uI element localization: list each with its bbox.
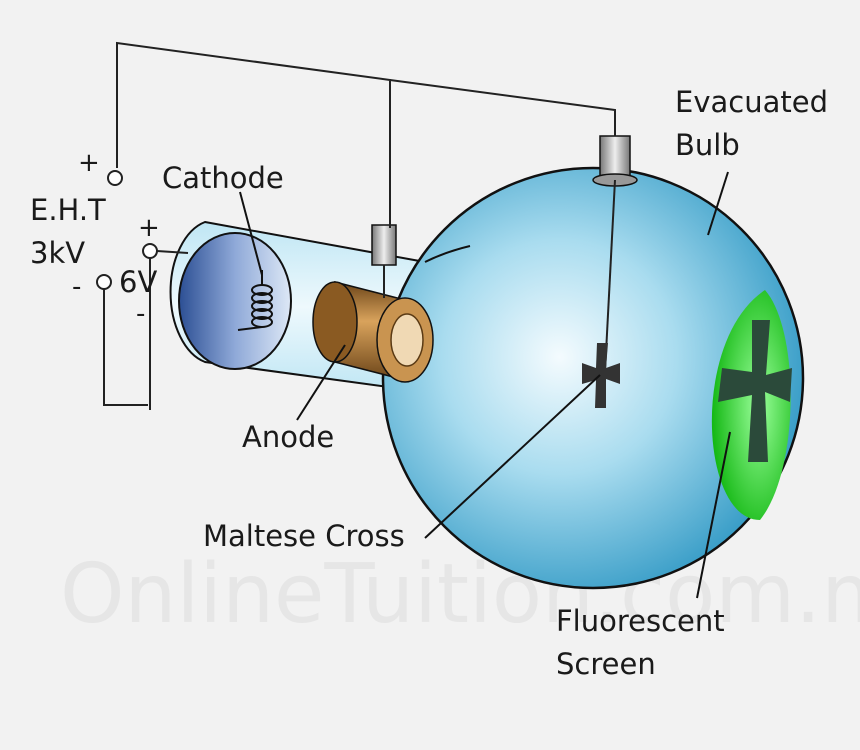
eht-label-line1: E.H.T [30, 193, 106, 227]
heater-voltage-label: 6V [119, 265, 157, 299]
cathode-label: Cathode [162, 161, 284, 195]
fluorescent-screen [711, 290, 791, 520]
cross-shadow [718, 320, 792, 462]
maltese-cross-label: Maltese Cross [203, 519, 405, 553]
eht-minus-sign: - [72, 272, 81, 302]
heater-filament [237, 270, 273, 331]
heater-minus-sign: - [136, 299, 145, 329]
fluorescent-screen-label-line2: Screen [556, 647, 656, 681]
anode-label: Anode [242, 420, 334, 454]
fluorescent-screen-label-line1: Fluorescent [556, 604, 725, 638]
anode-connector [371, 224, 397, 266]
cross-support-wire [604, 179, 616, 373]
maltese-cross [582, 343, 620, 408]
eht-plus-sign: + [78, 148, 100, 178]
eht-label-line2: 3kV [30, 236, 85, 270]
evacuated-bulb-label-line1: Evacuated [675, 85, 828, 119]
eht-circuit [96, 41, 616, 410]
heater-plus-sign: + [138, 213, 160, 243]
cathode-disc [178, 232, 292, 370]
cross-connector-cap [592, 135, 638, 187]
evacuated-bulb-label-line2: Bulb [675, 128, 740, 162]
bulb-neck-join [424, 245, 471, 263]
watermark-text: OnlineTuition.com.my [60, 547, 860, 642]
leader-lines [239, 171, 731, 599]
